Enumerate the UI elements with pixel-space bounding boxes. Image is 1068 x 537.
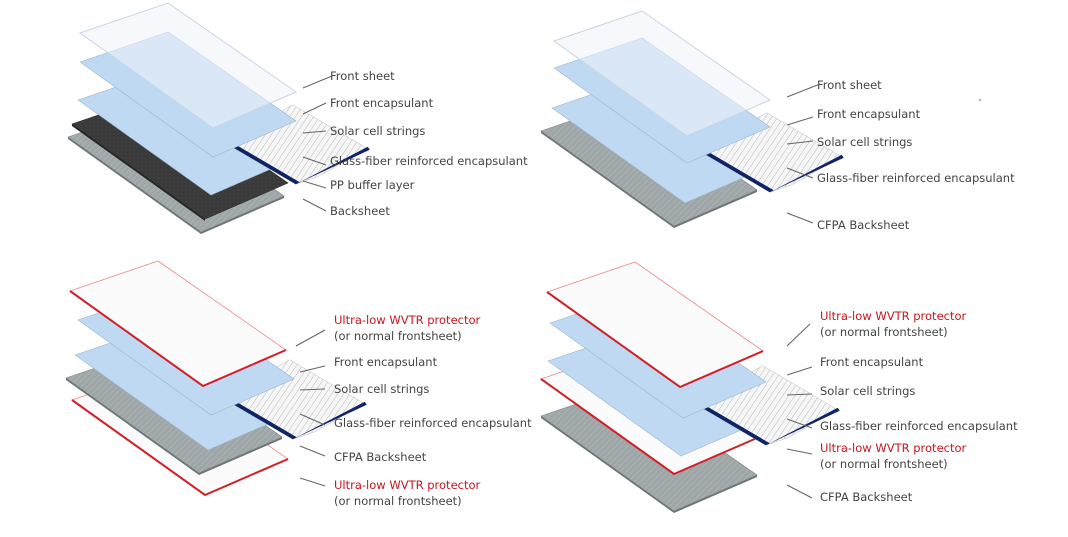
leader-line (786, 167, 814, 179)
layer-label: Ultra-low WVTR protector (or normal front… (786, 309, 967, 347)
label-text: Ultra-low WVTR protector (334, 478, 481, 492)
layer-label: CFPA Backsheet (299, 445, 427, 464)
leader-line (295, 329, 326, 347)
layer-label: Glass-fiber reinforced encapsulant (302, 154, 528, 168)
label-text: Front encapsulant (817, 107, 921, 121)
label-text: Ultra-low WVTR protector (820, 309, 967, 323)
stray-dot (979, 99, 981, 101)
leader-line (786, 83, 821, 98)
leader-line (786, 393, 813, 396)
layer-label: PP buffer layer (302, 178, 415, 192)
layer-label: Solar cell strings (786, 135, 912, 149)
layer-label: Front encapsulant (786, 107, 921, 126)
panel-bottom-left: Ultra-low WVTR protector (or normal front… (65, 260, 532, 508)
layer-label: Front sheet (302, 69, 395, 89)
label-text: Front sheet (330, 69, 395, 83)
layer-label: Front encapsulant (786, 355, 924, 376)
label-text: CFPA Backsheet (334, 450, 427, 464)
layer-label: CFPA Backsheet (786, 212, 910, 232)
layer-label: Front encapsulant (302, 96, 434, 115)
leader-line (302, 102, 327, 115)
leader-line (299, 365, 326, 373)
layer-label: Glass-fiber reinforced encapsulant (299, 413, 532, 430)
label-subtext: (or normal frontsheet) (334, 494, 462, 508)
layer-front-sheet (78, 2, 298, 129)
leader-line (299, 445, 326, 457)
layer-front-sheet (552, 10, 772, 137)
layer-label: Solar cell strings (786, 384, 915, 398)
leader-line (786, 484, 813, 499)
leader-line (786, 116, 814, 126)
layer-label: Ultra-low WVTR protector (or normal front… (786, 441, 967, 471)
label-text: Front encapsulant (330, 96, 434, 110)
label-text: Ultra-low WVTR protector (334, 313, 481, 327)
leader-line (302, 198, 327, 212)
label-text: Front sheet (817, 78, 882, 92)
label-text: Glass-fiber reinforced encapsulant (334, 416, 532, 430)
label-text: Front encapsulant (334, 355, 438, 369)
leader-line (299, 413, 326, 426)
layer-label: Glass-fiber reinforced encapsulant (786, 418, 1018, 433)
label-subtext: (or normal frontsheet) (334, 329, 462, 343)
layer-front-wvtr-protector (546, 261, 764, 389)
label-text: Ultra-low WVTR protector (820, 441, 967, 455)
leader-line (786, 323, 811, 347)
label-text: Glass-fiber reinforced encapsulant (330, 154, 528, 168)
label-text: Solar cell strings (330, 124, 425, 138)
layer-label: Solar cell strings (299, 382, 429, 396)
layer-label: Glass-fiber reinforced encapsulant (786, 167, 1015, 185)
layer-label: Front sheet (786, 78, 882, 98)
label-text: Front encapsulant (820, 355, 924, 369)
layer-label: CFPA Backsheet (786, 484, 913, 504)
label-text: Solar cell strings (817, 135, 912, 149)
leader-line (302, 130, 327, 134)
layer-label: Backsheet (302, 198, 390, 218)
label-text: Glass-fiber reinforced encapsulant (820, 419, 1018, 433)
leader-line (302, 75, 333, 89)
leader-line (302, 180, 327, 189)
label-subtext: (or normal frontsheet) (820, 325, 948, 339)
leader-line (299, 388, 326, 391)
label-subtext: (or normal frontsheet) (820, 457, 948, 471)
label-text: Glass-fiber reinforced encapsulant (817, 171, 1015, 185)
layer-label: Solar cell strings (302, 124, 425, 138)
label-text: CFPA Backsheet (820, 490, 913, 504)
leader-line (786, 366, 813, 376)
leader-line (299, 477, 326, 487)
panel-bottom-right: Ultra-low WVTR protector (or normal front… (540, 261, 1018, 513)
leader-line (786, 212, 814, 224)
layer-label: Ultra-low WVTR protector (or normal front… (295, 313, 481, 347)
leader-line (302, 156, 327, 166)
layer-label: Front encapsulant (299, 355, 438, 373)
layer-front-wvtr-protector (69, 260, 287, 388)
label-text: CFPA Backsheet (817, 218, 910, 232)
layer-label: Ultra-low WVTR protector (or normal front… (299, 477, 481, 508)
leader-line (786, 140, 814, 145)
label-text: Solar cell strings (820, 384, 915, 398)
leader-line (786, 448, 813, 455)
label-text: Solar cell strings (334, 382, 429, 396)
label-text: PP buffer layer (330, 178, 415, 192)
label-text: Backsheet (330, 204, 390, 218)
leader-line (786, 418, 813, 429)
